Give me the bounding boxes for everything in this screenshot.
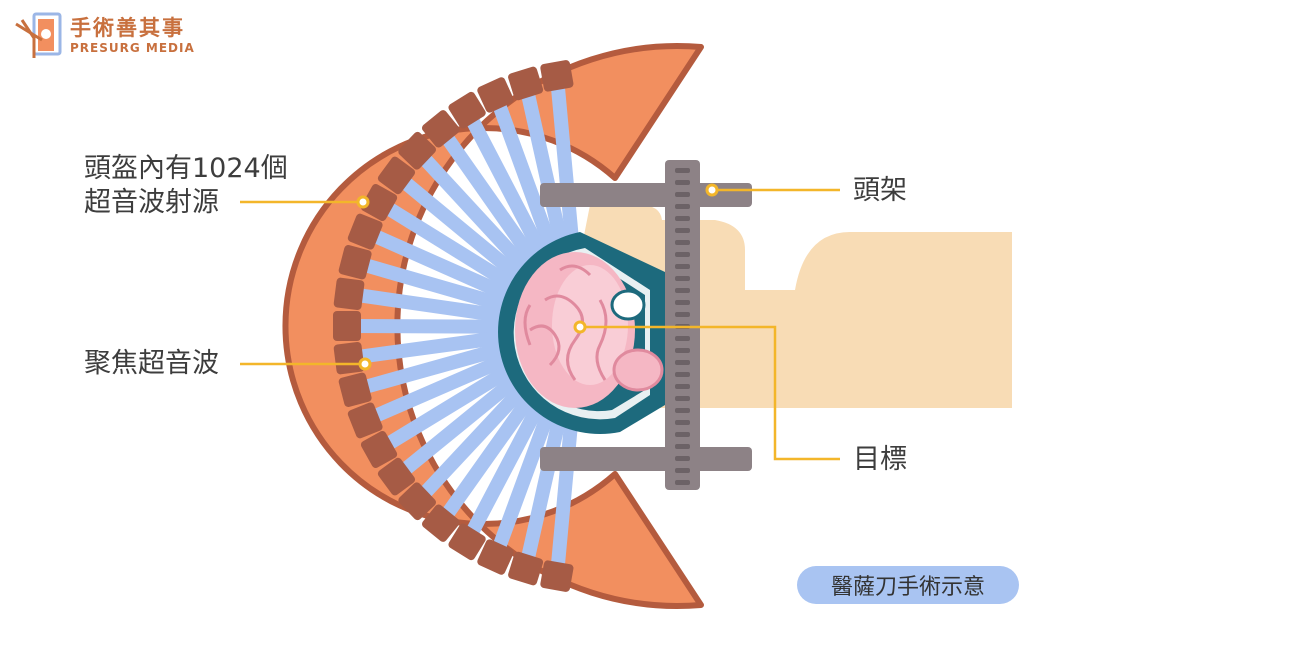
brand-name-en: PRESURG MEDIA [70, 41, 195, 55]
ultrasound-emitter [377, 457, 416, 496]
frame-slot [675, 432, 690, 437]
ultrasound-emitter [540, 60, 574, 92]
ultrasound-emitter [421, 504, 460, 542]
ultrasound-emitter [333, 311, 361, 341]
frame-slot [675, 336, 690, 341]
frame-slot [675, 216, 690, 221]
ultrasound-emitter [398, 131, 436, 170]
ultrasound-emitter [508, 551, 544, 586]
frame-slot [675, 468, 690, 473]
callout-lines [240, 188, 840, 461]
frame-slot [675, 276, 690, 281]
frame-slot [675, 192, 690, 197]
frame-slot [675, 300, 690, 305]
brand-logo: 手術善其事 PRESURG MEDIA [12, 10, 195, 62]
ultrasound-emitter [360, 431, 398, 468]
frame-callout-dot [705, 183, 719, 197]
ultrasound-emitter [421, 110, 460, 148]
frame-slot [675, 252, 690, 257]
frame-slot [675, 408, 690, 413]
ultrasound-emitter [338, 245, 372, 280]
frame-slot [675, 264, 690, 269]
ultrasound-emitter [347, 402, 383, 439]
frame-slot [675, 288, 690, 293]
ultrasound-emitter [477, 539, 514, 575]
frame-slot [675, 360, 690, 365]
ultrasound-emitters [333, 60, 574, 592]
frame-slot [675, 396, 690, 401]
target-label: 目標 [853, 444, 907, 475]
head-frame [540, 160, 752, 490]
ultrasound-emitter [347, 213, 383, 250]
ultrasound-emitter [360, 184, 398, 221]
ultrasound-emitter [333, 341, 365, 375]
brand-name-cn: 手術善其事 [70, 16, 185, 40]
ultrasound-emitter [448, 91, 486, 129]
frame-slot [675, 312, 690, 317]
presurg-logo-icon [15, 12, 62, 58]
helmet-label-line1: 頭盔內有1024個 [84, 153, 288, 184]
frame-slot [675, 168, 690, 173]
frame-slot [675, 372, 690, 377]
ultrasound-emitter [338, 372, 372, 407]
ultrasound-emitter [398, 482, 436, 521]
helmet-label-line2: 超音波射源 [84, 187, 219, 218]
frame-slot [675, 420, 690, 425]
frame-slot [675, 444, 690, 449]
frame-slot [675, 180, 690, 185]
target-callout-dot [573, 320, 587, 334]
frame-slot [675, 384, 690, 389]
helmet-callout-dot [356, 195, 370, 209]
frame-slot [675, 240, 690, 245]
callout-dots [356, 183, 719, 371]
frame-slot [675, 348, 690, 353]
ultrasound-callout-dot [358, 357, 372, 371]
ultrasound-emitter [448, 523, 486, 561]
diagram-caption: 醫薩刀手術示意 [797, 566, 1019, 604]
ultrasound-emitter [540, 560, 574, 592]
ultrasound-emitter [477, 77, 514, 113]
frame-slot [675, 228, 690, 233]
focused-ultrasound-label: 聚焦超音波 [84, 348, 219, 379]
ultrasound-emitter [377, 156, 416, 195]
ultrasound-emitter [508, 66, 544, 101]
frame-slot [675, 204, 690, 209]
frame-slot [675, 456, 690, 461]
ultrasound-emitter [333, 277, 365, 311]
frame-slot [675, 480, 690, 485]
head-frame-label: 頭架 [853, 175, 907, 206]
